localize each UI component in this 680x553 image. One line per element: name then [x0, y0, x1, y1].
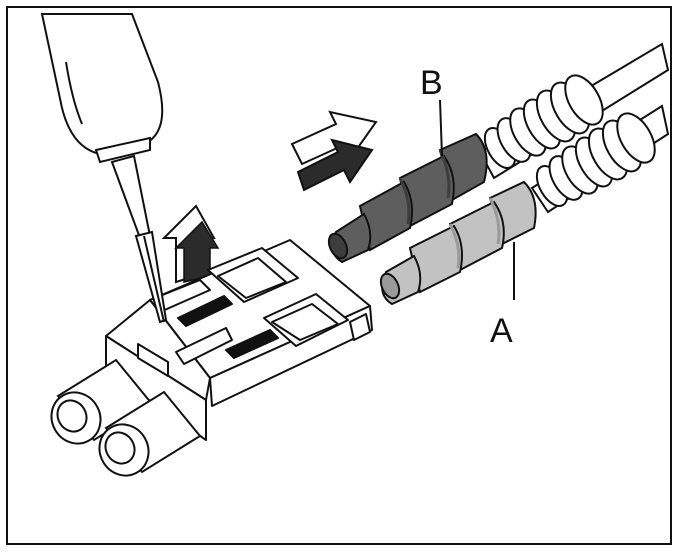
label-a: A — [490, 312, 513, 350]
label-b: B — [420, 64, 443, 102]
ferrule-a-light — [379, 180, 537, 306]
push-direction-arrow-icon — [290, 110, 378, 192]
port-left — [50, 358, 154, 445]
leader-lines — [439, 99, 515, 300]
strain-relief-boot-upper — [483, 74, 604, 169]
lift-up-arrow-icon — [161, 204, 220, 284]
leader-line-b — [439, 99, 443, 157]
strain-relief-boot-lower — [535, 112, 656, 207]
ferrule-b-dark — [327, 132, 488, 264]
port-right — [98, 390, 202, 477]
release-tool — [40, 13, 168, 324]
duplex-connector-housing — [105, 239, 373, 441]
